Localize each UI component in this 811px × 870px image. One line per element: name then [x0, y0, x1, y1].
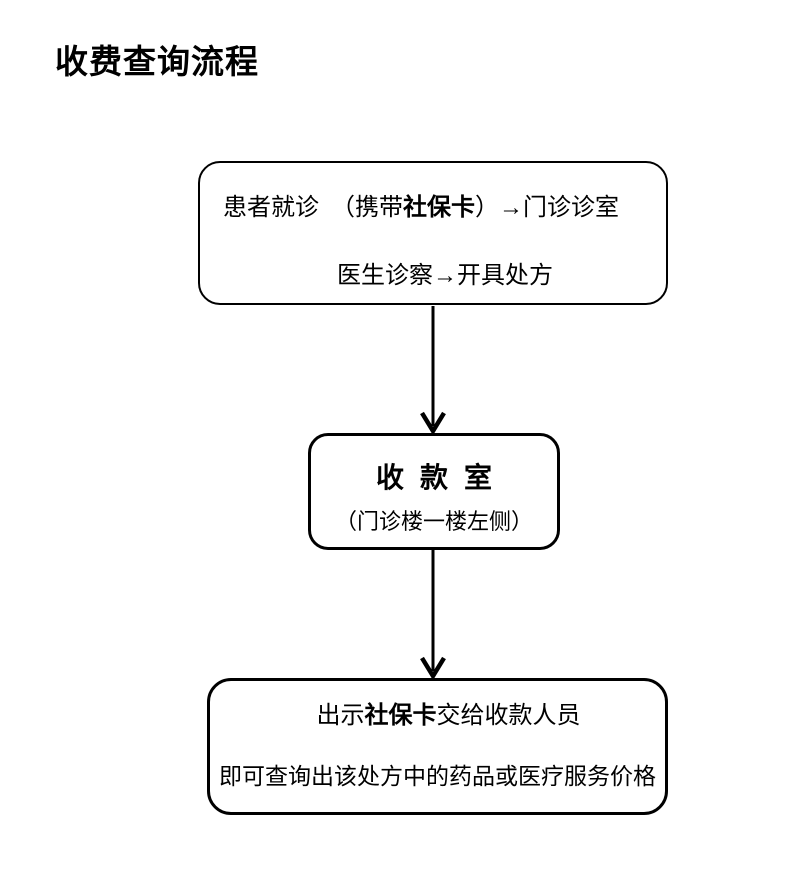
show-card-line-1-pre: 出示 [316, 703, 365, 729]
flow-box-cashier-room: 收 款 室 （门诊楼一楼左侧） [308, 433, 560, 550]
patient-visit-line-1-pre: 患者就诊 （携带 [223, 195, 403, 221]
page-title: 收费查询流程 [55, 45, 259, 81]
arrow-down-icon [420, 306, 446, 433]
arrow-down-icon [420, 550, 446, 678]
flow-box-show-card-result: 出示社保卡交给收款人员 即可查询出该处方中的药品或医疗服务价格 [207, 678, 668, 815]
flow-box-patient-visit: 患者就诊 （携带社保卡）→门诊诊室 医生诊察→开具处方 [198, 161, 668, 305]
patient-visit-line-1: 患者就诊 （携带社保卡）→门诊诊室 [188, 194, 654, 223]
query-result-line-2: 即可查询出该处方中的药品或医疗服务价格 [219, 763, 656, 789]
cashier-room-location: （门诊楼一楼左侧） [334, 508, 533, 534]
show-card-line-1-post: 交给收款人员 [436, 703, 581, 729]
patient-visit-line-1-post: ）→门诊诊室 [475, 195, 619, 221]
show-card-line-1-card-bold: 社保卡 [364, 703, 437, 729]
cashier-room-name: 收 款 室 [375, 463, 492, 494]
show-card-line-1: 出示社保卡交给收款人员 [221, 702, 676, 731]
patient-visit-line-2: 医生诊察→开具处方 [337, 262, 553, 289]
patient-visit-line-1-card-bold: 社保卡 [403, 195, 475, 221]
